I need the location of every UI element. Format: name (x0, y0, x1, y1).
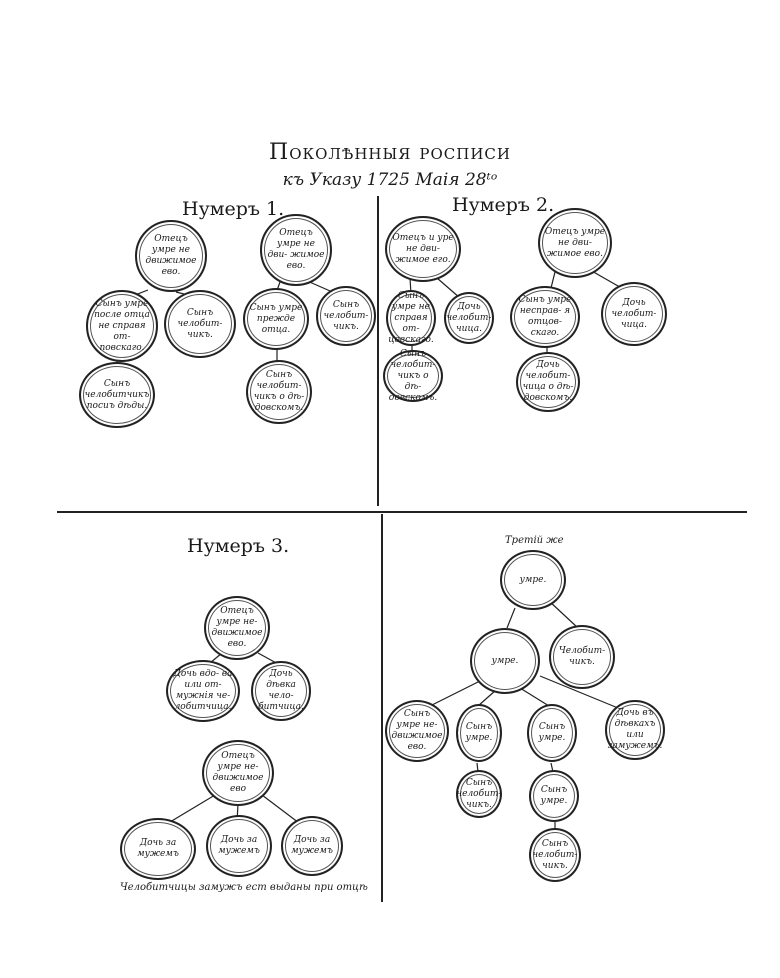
n1-son-b1: Сынъ умре прежде отца. (243, 288, 309, 350)
n2-father-a: Отецъ и уре не дви- жимое его. (385, 216, 461, 282)
n4-top: умре. (500, 550, 566, 610)
n4-mid: умре. (470, 628, 540, 694)
n1-father-a: Отецъ умре не движимое ево. (135, 220, 207, 292)
n2-daughter-a: Дочь челобит- чица. (444, 292, 494, 344)
n4-claimant: Челобит- чикъ. (549, 625, 615, 689)
n2-son-b1: Сынъ умре несправ- я отцов- скаго. (510, 286, 580, 348)
section-label-number-2: Нумеръ 2. (452, 194, 555, 216)
n1-grandson-a: Сынъ челобитчикъ посиъ дѣды. (79, 362, 155, 428)
section-label-number-3: Нумеръ 3. (187, 535, 290, 557)
n4-child-1: Сынъ умре не- движимое ево. (385, 700, 449, 762)
n3-daughter-b3: Дочь за мужемъ (281, 816, 343, 876)
page-subtitle: къ Указу 1725 Маія 28ᵗᵒ (282, 170, 498, 190)
n4-grandchild-2: Сынъ челобит- чикъ. (456, 770, 502, 818)
n4-child-3: Сынъ умре. (527, 704, 577, 762)
n4-great-grandchild-3: Сынъ челобит- чикъ. (529, 828, 581, 882)
n3-father-b: Отецъ умре не- движимое ево (202, 740, 274, 806)
n3-daughter-a2: Дочь дѣвка чело- битчица. (251, 661, 311, 721)
n2-daughter-b: Дочь челобит- чица. (601, 282, 667, 346)
page-title: Поколѣнныя росписи (269, 140, 511, 165)
n3-daughter-a1: Дочь вдо- ва или от- мужнія че- лобитчиц… (166, 660, 240, 722)
n1-son-b2: Сынъ челобит- чикъ. (316, 286, 376, 346)
n3-daughter-b1: Дочь за мужемъ (120, 818, 196, 880)
n1-father-b: Отецъ умре не дви- жимое ево. (260, 214, 332, 286)
n2-father-b: Отецъ умре не дви- жимое ево. (538, 208, 612, 278)
n2-son-a1: Сынъ умре не справя от- цовскаго. (386, 290, 436, 346)
n1-son-a1: Сынъ умре после отца не справя от- повск… (86, 290, 158, 362)
n1-son-a2: Сынъ челобит- чикъ. (164, 290, 236, 358)
vertical-divider-upper (377, 196, 379, 506)
n4-grandchild-3: Сынъ умре. (529, 770, 579, 822)
vertical-divider-lower (381, 514, 383, 902)
n3-footer-note: Челобитчицы замужъ ест выданы при отцѣ (120, 882, 368, 893)
horizontal-divider (57, 511, 747, 513)
n2-grandson-a: Сынъ челобит- чикъ о дѣ- довскомъ. (383, 349, 443, 403)
n2-grandson-b: Дочь челобит- чица о дѣ- довскомъ. (516, 352, 580, 412)
n4-third-note: Третій же (505, 535, 564, 546)
n3-daughter-b2: Дочь за мужемъ (206, 815, 272, 877)
n3-father-a: Отецъ умре не- движимое ево. (204, 596, 270, 660)
n4-child-4: Дочь въ дѣвкахъ или замужемъ. (605, 700, 665, 760)
section-label-number-1: Нумеръ 1. (182, 198, 285, 220)
n4-child-2: Сынъ умре. (456, 704, 502, 762)
n1-grandson-b: Сынъ челобит- чикъ о дѣ- довскомъ. (246, 360, 312, 424)
